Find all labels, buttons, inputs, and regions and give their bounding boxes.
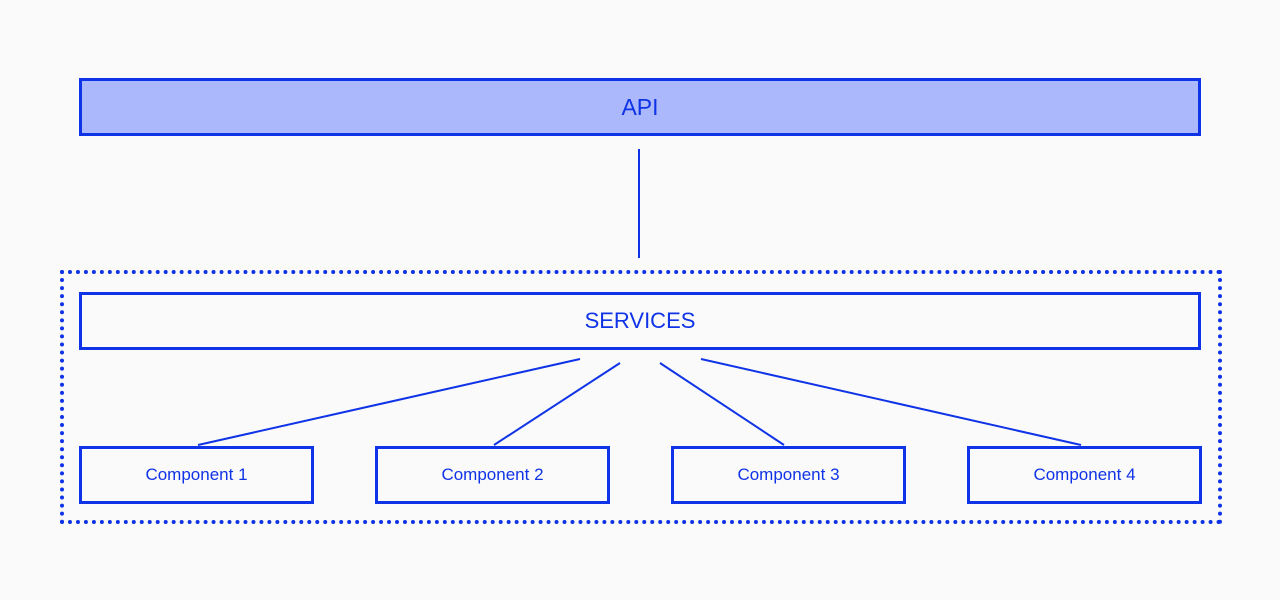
services-group-border — [60, 270, 1222, 524]
api-box: API — [79, 78, 1201, 136]
component-box-1: Component 1 — [79, 446, 314, 504]
services-label: SERVICES — [584, 308, 696, 333]
services-box: SERVICES — [79, 292, 1201, 350]
services-to-component-4-connector — [700, 358, 1082, 446]
component-box-3: Component 3 — [671, 446, 906, 504]
services-to-component-3-connector — [659, 362, 785, 446]
component-label: Component 3 — [737, 465, 840, 484]
api-label: API — [621, 93, 659, 120]
services-to-component-1-connector — [197, 358, 581, 446]
component-label: Component 2 — [441, 465, 544, 484]
component-label: Component 4 — [1033, 465, 1136, 484]
component-label: Component 1 — [145, 465, 248, 484]
component-box-2: Component 2 — [375, 446, 610, 504]
services-to-component-2-connector — [493, 362, 621, 446]
component-box-4: Component 4 — [967, 446, 1202, 504]
